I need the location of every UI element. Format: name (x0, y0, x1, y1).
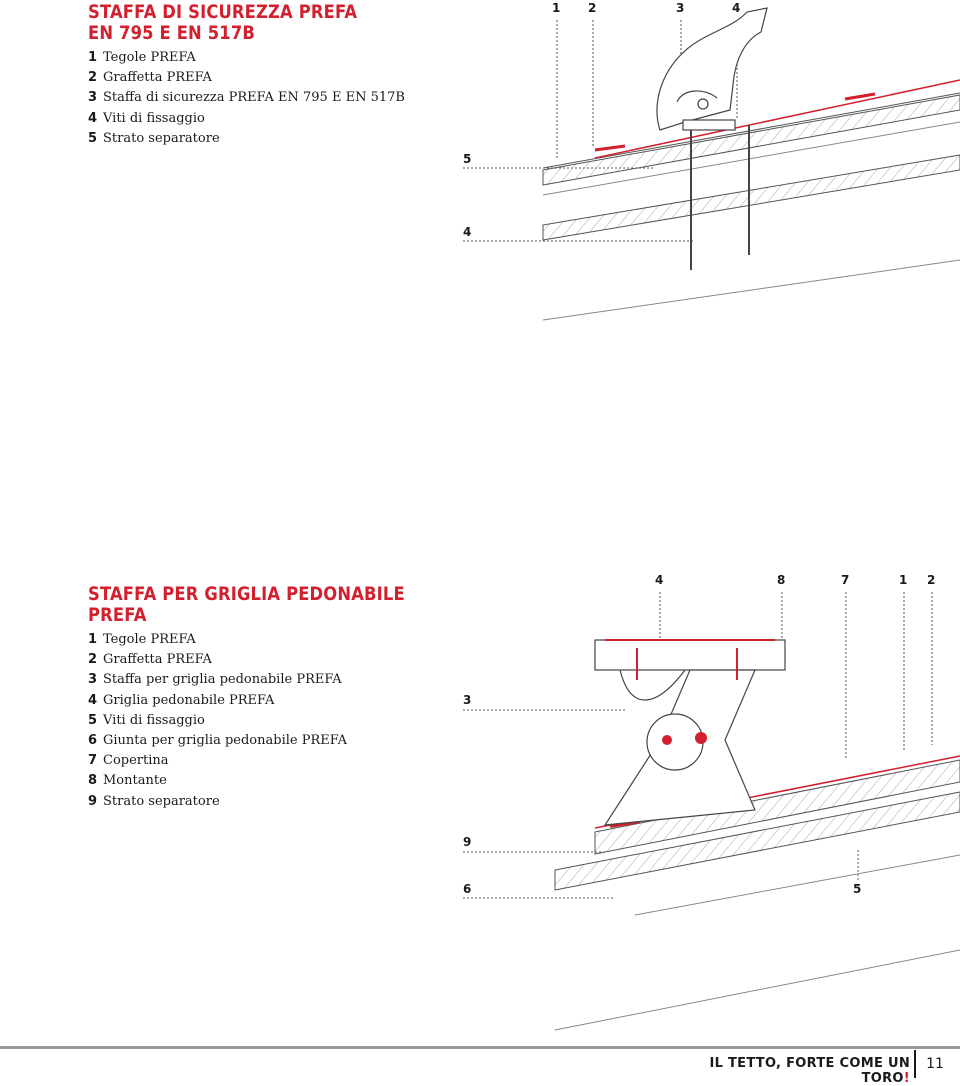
page-number: 11 (914, 1050, 954, 1078)
legend-label: Strato separatore (103, 793, 220, 809)
legend-item: 5 Viti di fissaggio (88, 711, 458, 731)
legend-number: 6 (88, 733, 98, 749)
callout-4: 4 (732, 1, 740, 15)
legend-item: 8 Montante (88, 771, 458, 791)
title-line-1: STAFFA DI SICUREZZA PREFA (88, 1, 358, 23)
callout-8: 8 (777, 573, 785, 587)
legend-number: 5 (88, 130, 98, 146)
legend-list: 1 Tegole PREFA 2 Graffetta PREFA 3 Staffa p… (88, 630, 458, 812)
title-line-2: PREFA (88, 604, 147, 626)
section-title: STAFFA PER GRIGLIA PEDONABILE PREFA (88, 584, 458, 626)
roof-layers (542, 79, 960, 321)
slogan-text: IL TETTO, FORTE COME UN TORO (709, 1056, 910, 1086)
legend-label: Graffetta PREFA (103, 70, 212, 86)
callout-1: 1 (899, 573, 907, 587)
callout-5: 5 (853, 882, 861, 896)
roof-layers (554, 755, 960, 1031)
walkway-bracket (594, 639, 786, 826)
leader-lines (463, 592, 933, 899)
legend-item: 1 Tegole PREFA (88, 630, 458, 650)
legend-label: Giunta per griglia pedonabile PREFA (103, 733, 348, 749)
title-line-1: STAFFA PER GRIGLIA PEDONABILE (88, 583, 405, 605)
legend-item: 6 Giunta per griglia pedonabile PREFA (88, 731, 458, 751)
legend-number: 5 (88, 712, 98, 728)
legend-label: Viti di fissaggio (103, 712, 205, 728)
footer-slogan: IL TETTO, FORTE COME UN TORO! (660, 1056, 910, 1086)
legend-item: 4 Griglia pedonabile PREFA (88, 691, 458, 711)
callout-3: 3 (676, 1, 684, 15)
safety-bracket-diagram: 1 2 3 4 5 4 (463, 1, 960, 321)
legend-number: 8 (88, 773, 98, 789)
callout-7: 7 (841, 573, 849, 587)
callout-1: 1 (552, 1, 560, 15)
callout-2: 2 (927, 573, 935, 587)
legend-number: 2 (88, 70, 98, 86)
legend-item: 3 Staffa di sicurezza PREFA EN 795 E EN 5… (88, 88, 458, 108)
legend-label: Montante (103, 773, 167, 789)
callout-9: 9 (463, 835, 471, 849)
legend-label: Strato separatore (103, 130, 220, 146)
legend-label: Graffetta PREFA (103, 652, 212, 668)
legend-number: 3 (88, 672, 98, 688)
legend-number: 2 (88, 652, 98, 668)
legend-label: Copertina (103, 753, 169, 769)
slogan-exclamation: ! (903, 1071, 910, 1086)
legend-number: 1 (88, 632, 98, 647)
callout-2: 2 (588, 1, 596, 15)
legend-label: Tegole PREFA (103, 632, 196, 647)
callout-5: 5 (463, 152, 471, 166)
legend-item: 3 Staffa per griglia pedonabile PREFA (88, 670, 458, 690)
legend-number: 3 (88, 90, 98, 106)
legend-item: 9 Strato separatore (88, 792, 458, 812)
legend-number: 7 (88, 753, 98, 769)
section-title: STAFFA DI SICUREZZA PREFA EN 795 E EN 51… (88, 2, 458, 44)
callout-6: 6 (463, 882, 471, 896)
title-line-2: EN 795 E EN 517B (88, 22, 256, 44)
legend-number: 9 (88, 793, 98, 809)
safety-bracket (656, 7, 768, 270)
walkway-bracket-diagram: 4 8 7 1 2 3 9 6 5 (463, 573, 960, 1031)
legend-item: 2 Graffetta PREFA (88, 68, 458, 88)
legend-number: 4 (88, 692, 98, 708)
section-safety-bracket: STAFFA DI SICUREZZA PREFA EN 795 E EN 51… (88, 2, 458, 149)
legend-item: 4 Viti di fissaggio (88, 109, 458, 129)
legend-item: 1 Tegole PREFA (88, 48, 458, 68)
callout-3: 3 (463, 693, 471, 707)
callout-4: 4 (655, 573, 663, 587)
legend-number: 4 (88, 110, 98, 126)
legend-item: 2 Graffetta PREFA (88, 650, 458, 670)
legend-item: 5 Strato separatore (88, 129, 458, 149)
callout-4b: 4 (463, 225, 471, 239)
legend-number: 1 (88, 50, 98, 65)
legend-item: 7 Copertina (88, 751, 458, 771)
legend-list: 1 Tegole PREFA 2 Graffetta PREFA 3 Staffa d… (88, 48, 458, 149)
legend-label: Staffa di sicurezza PREFA EN 795 E EN 51… (103, 90, 405, 106)
footer-divider (0, 1046, 960, 1049)
legend-label: Staffa per griglia pedonabile PREFA (103, 672, 342, 688)
legend-label: Viti di fissaggio (103, 110, 205, 126)
legend-label: Tegole PREFA (103, 50, 196, 65)
legend-label: Griglia pedonabile PREFA (103, 692, 275, 708)
section-walkway-bracket: STAFFA PER GRIGLIA PEDONABILE PREFA 1 Teg… (88, 584, 458, 812)
